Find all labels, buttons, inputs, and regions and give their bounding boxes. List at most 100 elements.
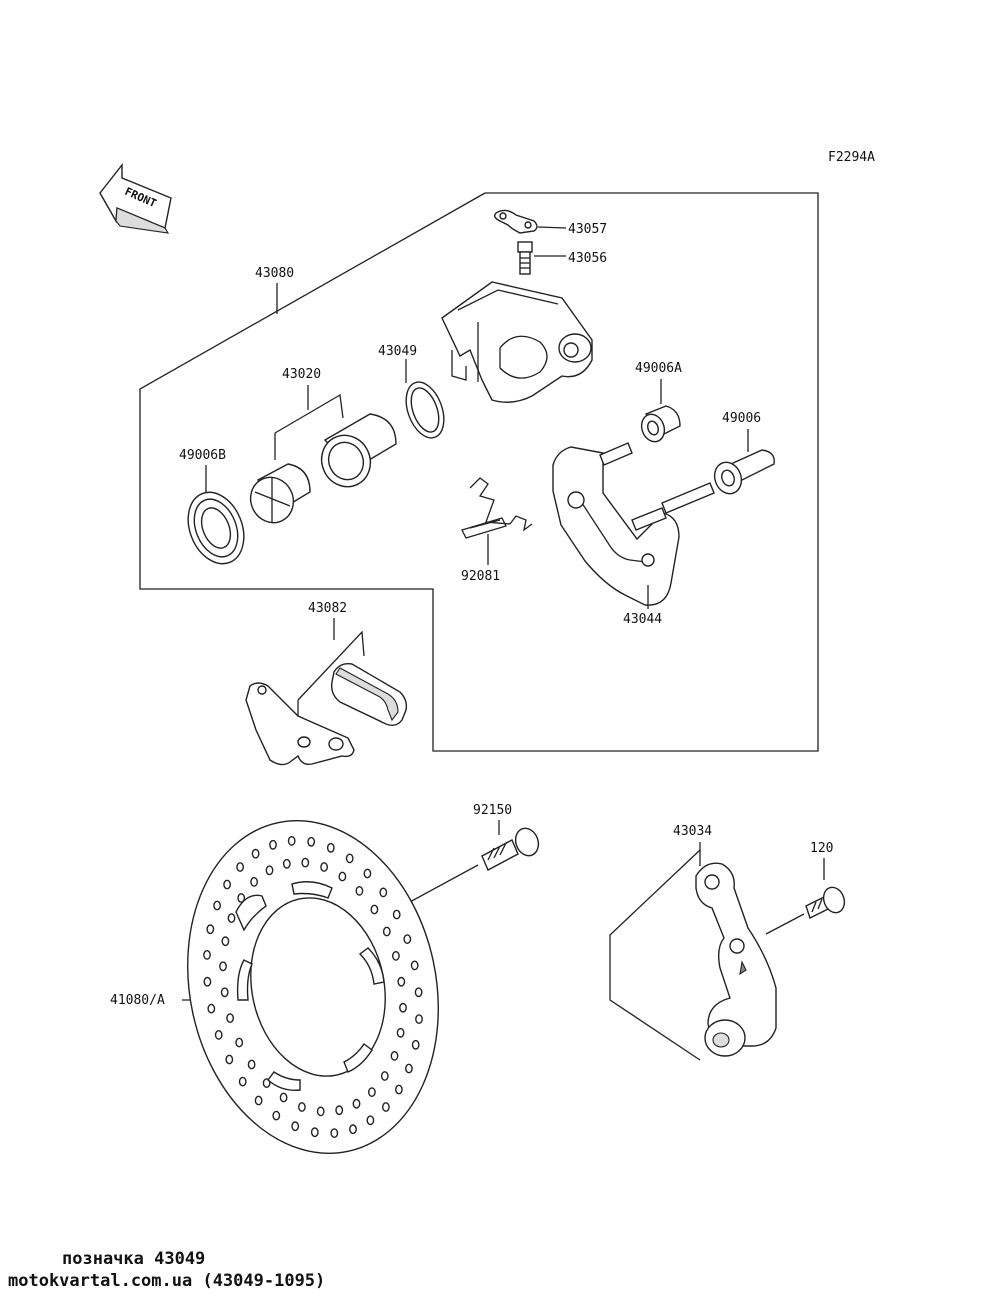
disc-hole <box>330 1128 339 1139</box>
disc-hole <box>203 950 211 960</box>
part-41080A-disc <box>187 819 439 1155</box>
disc-hole <box>223 879 232 890</box>
disc-hole <box>227 913 236 923</box>
disc-hole <box>250 877 259 887</box>
disc-hole <box>380 1071 389 1081</box>
disc-hole <box>366 1115 375 1126</box>
label-43020: 43020 <box>282 367 321 382</box>
disc-hole <box>411 1039 420 1050</box>
disc-holes <box>203 836 423 1139</box>
part-43049 <box>405 359 445 439</box>
disc-hole <box>349 1124 357 1135</box>
label-49006A: 49006A <box>635 361 682 376</box>
part-43057 <box>493 209 567 234</box>
part-43044 <box>552 442 715 609</box>
disc-hole <box>396 1027 405 1038</box>
disc-hole <box>221 936 230 947</box>
disc-hole <box>282 858 291 869</box>
part-43020-piston <box>320 413 397 488</box>
part-43034 <box>695 862 777 1057</box>
label-43082: 43082 <box>308 601 347 616</box>
disc-hole <box>370 904 379 915</box>
disc-hole <box>320 862 328 872</box>
disc-hole <box>399 1002 407 1013</box>
disc-hole <box>310 1127 319 1138</box>
disc-hole <box>265 865 274 876</box>
footer-caption: позначка 43049 <box>62 1249 206 1269</box>
disc-hole <box>203 976 212 987</box>
disc-hole <box>279 1092 288 1103</box>
disc-hole <box>291 1121 300 1132</box>
part-49006A <box>640 405 681 443</box>
disc-hole <box>254 1095 263 1106</box>
disc-hole <box>352 1098 361 1109</box>
disc-hole <box>390 1051 399 1061</box>
disc-hole <box>236 862 245 872</box>
disc-hole <box>272 1110 281 1121</box>
disc-hole <box>382 926 391 937</box>
disc-hole <box>226 1013 235 1023</box>
label-43034: 43034 <box>673 824 712 839</box>
assembly-outline <box>139 192 819 752</box>
disc-hole <box>335 1105 344 1116</box>
disc-hole <box>214 1030 223 1040</box>
part-43082-pad <box>330 662 408 727</box>
disc-hole <box>355 886 364 896</box>
disc-hole <box>301 857 310 868</box>
part-43056 <box>517 241 566 275</box>
part-43020-insulator <box>249 463 311 524</box>
part-49006 <box>713 449 775 495</box>
label-43056: 43056 <box>568 251 607 266</box>
disc-hole <box>287 836 296 846</box>
disc-hole <box>220 987 229 998</box>
disc-hole <box>207 1003 216 1014</box>
figure-code: F2294A <box>828 150 875 165</box>
footer-site-link[interactable]: motokvartal.com.ua (43049-1095) <box>8 1271 326 1291</box>
part-120 <box>765 886 846 935</box>
disc-hole <box>404 1063 413 1074</box>
disc-hole <box>345 853 354 864</box>
disc-hole <box>363 868 372 879</box>
disc-hole <box>247 1059 256 1070</box>
disc-hole <box>235 1037 244 1048</box>
label-49006B: 49006B <box>179 448 226 463</box>
disc-hole <box>403 934 412 944</box>
part-43082-pad-plate <box>245 682 355 766</box>
label-49006: 49006 <box>722 411 761 426</box>
part-caliper-body <box>441 281 593 403</box>
disc-hole <box>394 1084 403 1095</box>
disc-hole <box>397 976 406 987</box>
disc-hole <box>237 893 246 903</box>
label-43044: 43044 <box>623 612 662 627</box>
label-92081: 92081 <box>461 569 500 584</box>
disc-hole <box>367 1087 376 1098</box>
label-92150: 92150 <box>473 803 512 818</box>
part-92150 <box>407 827 540 904</box>
label-43057: 43057 <box>568 222 607 237</box>
disc-hole <box>379 887 388 898</box>
disc-hole <box>392 909 401 920</box>
disc-hole <box>251 848 260 859</box>
disc-hole <box>213 900 222 911</box>
disc-hole <box>410 960 419 971</box>
disc-hole <box>219 961 227 972</box>
disc-hole <box>238 1076 247 1087</box>
label-43080: 43080 <box>255 266 294 281</box>
disc-hole <box>225 1054 234 1065</box>
disc-hole <box>381 1102 390 1112</box>
label-120: 120 <box>810 841 833 856</box>
part-49006B <box>187 491 245 565</box>
disc-hole <box>316 1106 325 1117</box>
disc-hole <box>414 987 423 998</box>
part-92081 <box>461 477 533 565</box>
disc-hole <box>326 842 335 853</box>
disc-hole <box>415 1014 423 1024</box>
disc-hole <box>269 839 277 850</box>
label-43049: 43049 <box>378 344 417 359</box>
disc-hole <box>206 924 215 935</box>
disc-hole <box>338 871 347 882</box>
front-arrow-icon: FRONT <box>99 162 172 234</box>
disc-hole <box>297 1102 306 1112</box>
label-41080A: 41080/A <box>110 993 165 1008</box>
disc-hole <box>391 951 400 961</box>
